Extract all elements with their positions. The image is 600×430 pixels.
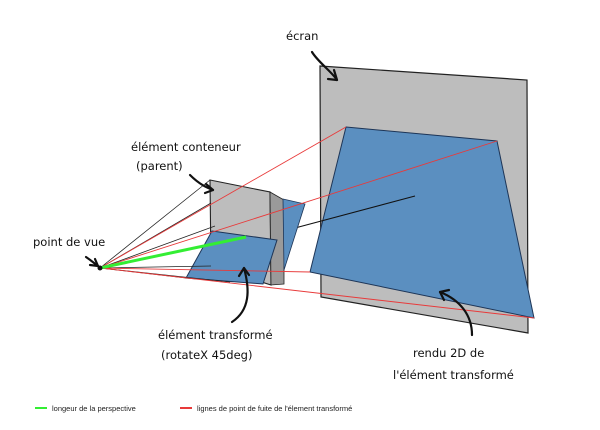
label-rendu-2: l'élément transformé (393, 368, 514, 382)
annotation-arrows (84, 50, 474, 337)
label-conteneur-1: élément conteneur (131, 140, 241, 154)
label-conteneur-2: (parent) (136, 159, 183, 173)
legend-label-vanishing: lignes de point de fuite de l'élement tr… (197, 404, 352, 413)
perspective-length-line (99, 235, 247, 270)
screen-axis-line (279, 195, 416, 233)
label-transforme-1: élément transformé (158, 328, 273, 342)
vanishing-lines (99, 126, 535, 319)
arrow-rendu (438, 290, 474, 337)
arrow-transforme (230, 266, 249, 324)
small-blue-plane (282, 198, 306, 271)
label-point-de-vue: point de vue (33, 235, 105, 249)
label-ecran: écran (286, 29, 318, 43)
label-rendu-1: rendu 2D de (413, 346, 484, 360)
label-transforme-2: (rotateX 45deg) (161, 348, 252, 362)
legend-label-perspective: longeur de la perspective (52, 404, 136, 413)
legend: longeur de la perspective lignes de poin… (35, 404, 352, 413)
